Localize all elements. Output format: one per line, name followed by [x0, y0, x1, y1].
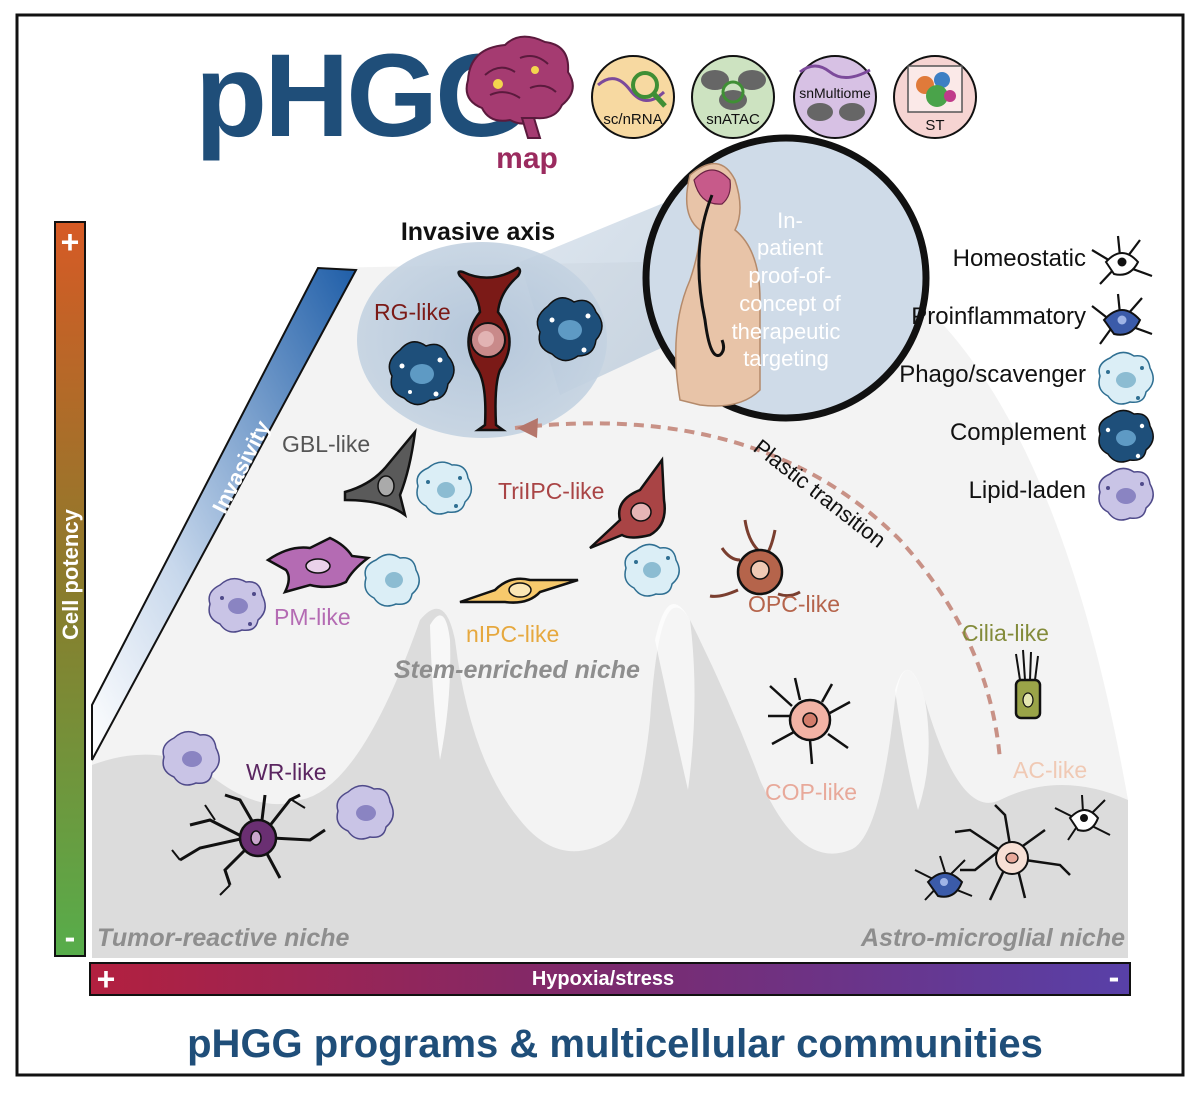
potency-minus: - [65, 919, 76, 955]
callout-line: patient [757, 235, 823, 260]
nipc-like-cell [459, 577, 579, 604]
arrowhead-icon [517, 418, 538, 438]
complement-microglia-icon [1098, 409, 1154, 463]
homeostatic-microglia-icon [1091, 235, 1153, 285]
lipid-microglia-icon [162, 730, 220, 786]
cilia-like-label: Cilia-like [962, 620, 1049, 646]
hypoxia-label: Hypoxia/stress [532, 968, 674, 990]
assay-label: snATAC [706, 111, 760, 128]
wr-like-cell [171, 793, 326, 896]
phago-microglia-icon [1098, 351, 1154, 405]
hypoxia-axis [89, 962, 1131, 996]
assay-label: sc/nRNA [603, 111, 662, 128]
assay-st: ST [893, 55, 977, 139]
gbl-like-cell [343, 427, 417, 519]
pm-like-cell [265, 536, 372, 594]
cop-like-cell [768, 677, 851, 765]
potency-plus: + [61, 224, 80, 260]
invasivity-wedge [91, 266, 358, 761]
lipid-microglia-icon [208, 577, 266, 633]
legend: Homeostatic Proinflammatory Phago/scaven… [899, 235, 1154, 521]
rg-like-label: RG-like [374, 299, 451, 325]
plastic-transition-arrow [514, 421, 1002, 761]
brain-icon [693, 169, 731, 205]
hypoxia-minus: - [1109, 959, 1120, 995]
tumor-niche-label: Tumor-reactive niche [97, 924, 350, 952]
brain-logo-icon [465, 35, 574, 139]
landscape-ridges [92, 607, 1128, 958]
assay-label: ST [925, 117, 944, 134]
callout-line: therapeutic [732, 319, 841, 344]
callout-line: concept of [739, 291, 841, 316]
triipc-like-label: TriIPC-like [498, 478, 604, 504]
footer-title: pHGG programs & multicellular communitie… [187, 1022, 1043, 1066]
callout-line: targeting [743, 346, 829, 371]
logo-sub: map [496, 142, 558, 175]
lipid-microglia-icon [1098, 467, 1154, 521]
callout-line: proof-of- [748, 263, 831, 288]
potency-label: Cell potency [58, 508, 83, 640]
magnifier-icon [721, 80, 745, 104]
legend-label: Homeostatic [953, 245, 1086, 272]
legend-label: Lipid-laden [969, 477, 1086, 504]
wr-like-label: WR-like [246, 759, 327, 785]
stem-niche-label: Stem-enriched niche [394, 656, 640, 684]
astro-niche-label: Astro-microglial niche [860, 924, 1125, 952]
homeostatic-microglia-icon [1054, 794, 1111, 841]
opc-like-label: OPC-like [748, 591, 840, 617]
invasive-axis-title: Invasive axis [401, 218, 555, 246]
triipc-like-cell [589, 456, 666, 550]
legend-label: Phago/scavenger [899, 361, 1086, 388]
pm-like-label: PM-like [274, 604, 351, 630]
magnifier-icon [631, 71, 659, 99]
complement-microglia-icon [536, 297, 603, 362]
cell-potency-axis [54, 221, 86, 957]
legend-label: Proinflammatory [911, 303, 1086, 330]
ac-like-cell [954, 804, 1071, 901]
proinflammatory-microglia-icon [914, 855, 973, 901]
assay-snmultiome: snMultiome [793, 55, 877, 139]
phago-microglia-icon [364, 553, 420, 607]
rg-like-cell [457, 266, 522, 432]
complement-microglia-icon [388, 341, 455, 406]
nipc-like-label: nIPC-like [466, 621, 559, 647]
cop-like-label: COP-like [765, 779, 857, 805]
ac-like-label: AC-like [1013, 757, 1087, 783]
legend-label: Complement [950, 419, 1086, 446]
lipid-microglia-icon [336, 784, 394, 840]
phago-microglia-icon [416, 461, 473, 515]
hypoxia-plus: + [97, 961, 116, 997]
assay-sc-nrna: sc/nRNA [591, 55, 675, 139]
cilia-like-cell [1014, 649, 1042, 720]
patient-callout: In- patient proof-of- concept of therape… [642, 134, 930, 422]
proinflammatory-microglia-icon [1091, 293, 1153, 345]
gbl-like-label: GBL-like [282, 431, 370, 457]
opc-like-cell [709, 519, 801, 598]
assay-label: snMultiome [799, 85, 871, 101]
assay-snatac: snATAC [691, 55, 775, 139]
phago-microglia-icon [624, 543, 680, 597]
catheter-icon [697, 194, 726, 358]
callout-line: In- [777, 208, 803, 233]
